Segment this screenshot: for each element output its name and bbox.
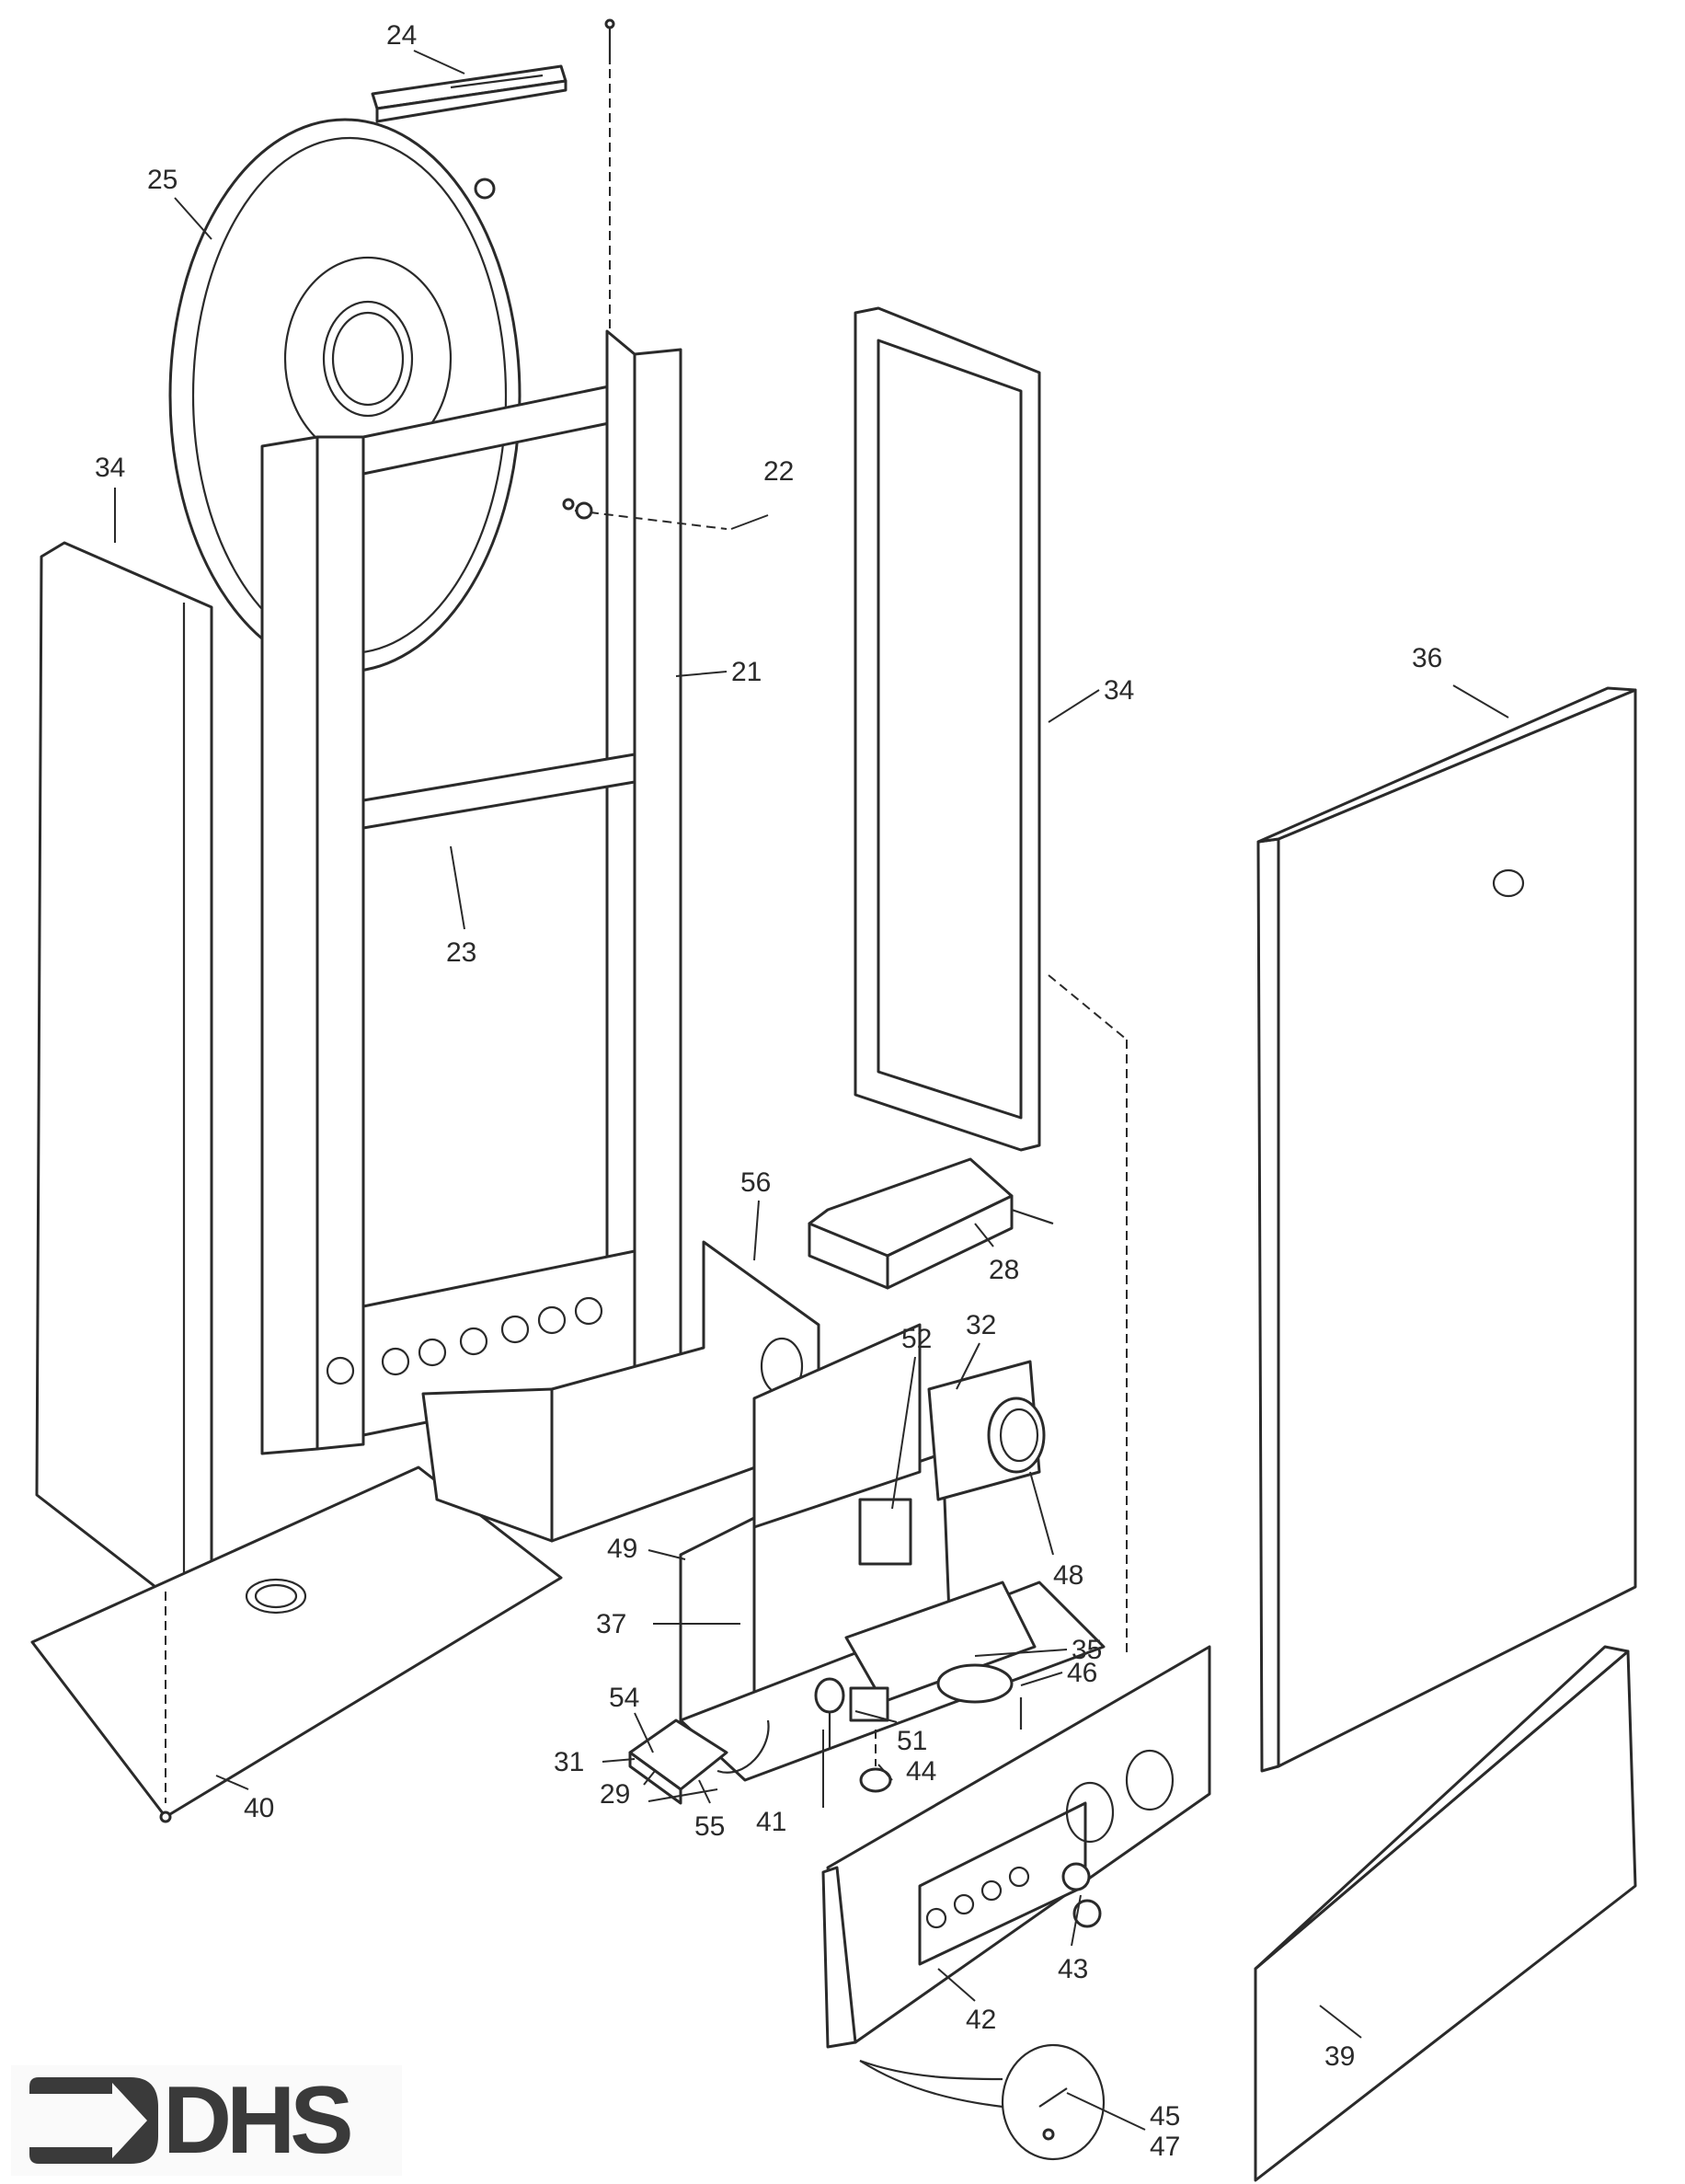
part-34-left-side-panel <box>35 541 213 1612</box>
leader-lines <box>114 50 1509 2131</box>
part-36-front-panel <box>1256 686 1637 1773</box>
callout-55: 55 <box>694 1811 725 1842</box>
part-42-control-fascia <box>821 1645 1211 2049</box>
part-25-fan-disc <box>168 118 522 673</box>
part-56-cover-tray <box>421 1240 820 1543</box>
callout-42: 42 <box>966 2005 996 2035</box>
callout-21: 21 <box>731 657 762 687</box>
callout-25: 25 <box>147 165 178 195</box>
part-28-cover-box <box>808 1157 1054 1290</box>
callout-51: 51 <box>897 1726 927 1756</box>
callout-23: 23 <box>446 937 476 968</box>
part-46-fixing <box>936 1663 1023 1730</box>
callout-35: 35 <box>1072 1635 1102 1665</box>
callout-56: 56 <box>740 1167 771 1198</box>
callout-54: 54 <box>609 1683 639 1713</box>
dhs-logo: DHS <box>11 2065 402 2176</box>
callout-32: 32 <box>966 1310 996 1340</box>
part-54-clip-assembly <box>628 1718 770 1805</box>
callout-34-left: 34 <box>95 453 125 483</box>
dashed-guide-right <box>1048 974 1128 1040</box>
callout-40: 40 <box>244 1793 274 1823</box>
callout-44: 44 <box>906 1756 936 1787</box>
part-24-top-bracket <box>371 64 567 123</box>
callout-48: 48 <box>1053 1560 1083 1591</box>
callout-43: 43 <box>1058 1954 1088 1984</box>
callout-46: 46 <box>1067 1658 1097 1688</box>
callout-24: 24 <box>386 20 417 51</box>
callout-52: 52 <box>901 1324 932 1354</box>
callout-36: 36 <box>1412 643 1442 673</box>
callout-28: 28 <box>989 1255 1019 1285</box>
arrow-right-icon <box>29 2077 158 2164</box>
part-41-knob <box>814 1677 845 1748</box>
callout-49: 49 <box>607 1534 637 1564</box>
part-22-screw <box>562 498 728 530</box>
callout-22: 22 <box>763 456 794 487</box>
part-screw-top <box>604 18 615 359</box>
callout-labels: 24 25 34 22 21 34 36 23 56 28 52 32 48 4… <box>95 20 1442 2162</box>
callout-39: 39 <box>1324 2041 1355 2072</box>
callout-47: 47 <box>1150 2132 1180 2162</box>
part-40-base-plate <box>30 1466 563 1823</box>
callout-29: 29 <box>600 1779 630 1810</box>
callout-45: 45 <box>1150 2101 1180 2132</box>
callout-31: 31 <box>554 1747 584 1777</box>
part-45-47-detail <box>859 2043 1106 2161</box>
part-21-main-frame <box>260 329 682 1455</box>
logo-text: DHS <box>163 2067 354 2174</box>
callout-41: 41 <box>756 1807 786 1837</box>
part-43-knobs <box>1061 1862 1102 1928</box>
part-48-pressure-gauge <box>987 1397 1046 1474</box>
part-44-knob <box>859 1730 892 1793</box>
part-39-lower-front-panel <box>1254 1645 1637 2182</box>
part-34-right-side-panel <box>854 306 1041 1152</box>
callout-34-right: 34 <box>1104 675 1134 706</box>
callout-37: 37 <box>596 1609 626 1639</box>
